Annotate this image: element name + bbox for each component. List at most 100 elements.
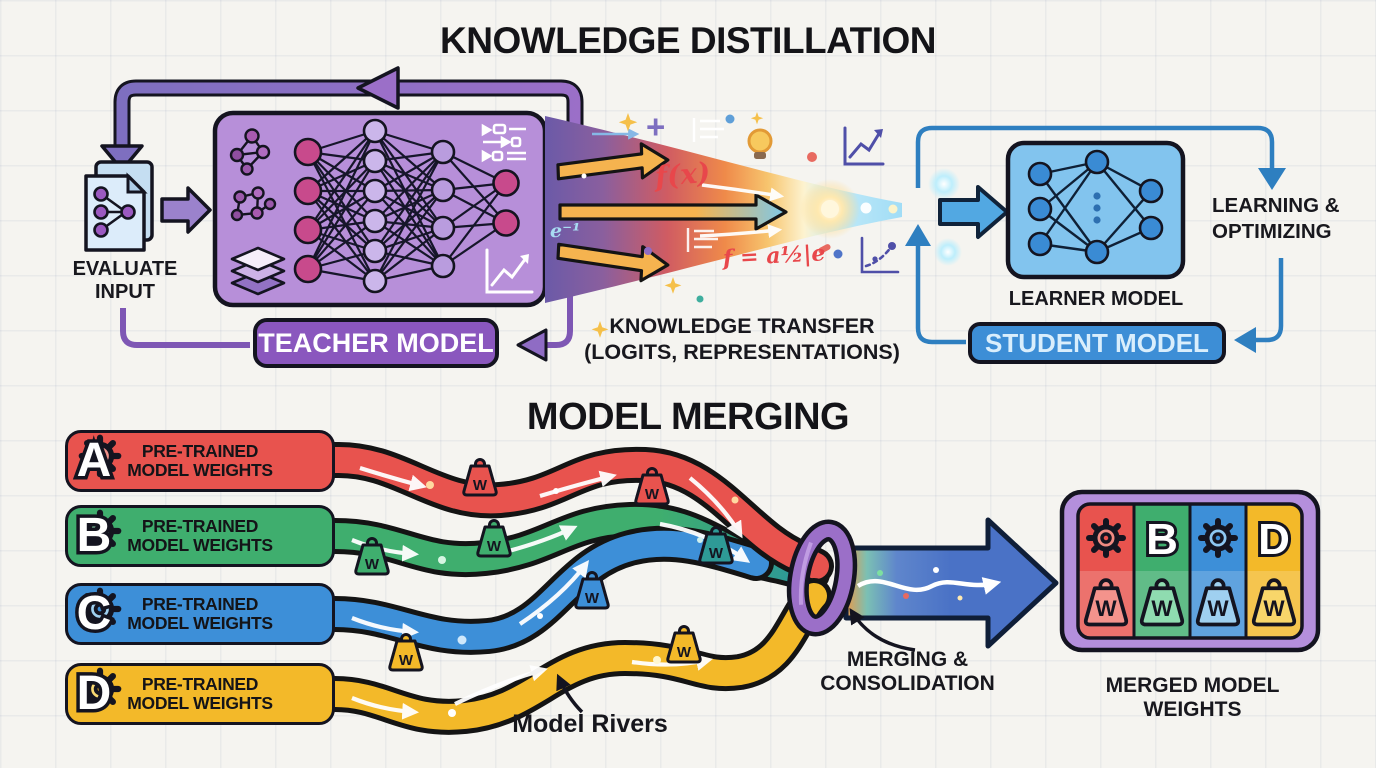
input-to-teacher-arrow bbox=[160, 186, 212, 234]
model-rivers-label: Model Rivers bbox=[512, 710, 668, 738]
merge-ring bbox=[786, 519, 858, 637]
student-badge-label: STUDENT MODEL bbox=[985, 327, 1209, 358]
model-a-pill: PRE-TRAINED MODEL WEIGHTS A bbox=[65, 430, 335, 492]
learning-optimizing-label: LEARNING & OPTIMIZING bbox=[1212, 193, 1362, 244]
model-a-line2: MODEL WEIGHTS bbox=[127, 460, 273, 480]
graph-icon bbox=[230, 186, 277, 222]
merged-line2: WEIGHTS bbox=[1143, 698, 1242, 722]
merged-letter-b: B bbox=[1146, 515, 1178, 564]
formula-f2: f = a½|e bbox=[722, 240, 827, 272]
mini-scatter-chart-icon bbox=[860, 236, 900, 274]
river-weight-icons: W W W W W W W W bbox=[354, 458, 734, 672]
knowledge-transfer-funnel bbox=[545, 116, 902, 303]
transfer-line2: (LOGITS, REPRESENTATIONS) bbox=[584, 339, 900, 364]
model-c-line2: MODEL WEIGHTS bbox=[127, 613, 273, 633]
gear-icon bbox=[1086, 518, 1126, 558]
merged-model-box: B D W W W W bbox=[1059, 489, 1321, 653]
svg-text:W: W bbox=[1151, 596, 1173, 621]
graph-icon bbox=[229, 128, 271, 176]
model-d-line2: MODEL WEIGHTS bbox=[127, 693, 273, 713]
model-d-text: PRE-TRAINED MODEL WEIGHTS bbox=[68, 675, 332, 712]
merged-model-weights-label: MERGED MODEL WEIGHTS bbox=[1080, 674, 1305, 722]
teacher-loop-lines bbox=[120, 296, 573, 348]
lightbulb-icon bbox=[747, 128, 773, 159]
model-c-letter: C bbox=[73, 586, 115, 642]
river-flow-arrows bbox=[351, 465, 751, 720]
merging-line1: MERGING & bbox=[846, 648, 969, 671]
loop-arrowhead-left bbox=[1234, 327, 1256, 353]
evaluate-line1: EVALUATE bbox=[72, 258, 178, 280]
merging-title: MODEL MERGING bbox=[526, 396, 850, 438]
model-b-text: PRE-TRAINED MODEL WEIGHTS bbox=[68, 517, 332, 554]
svg-text:W: W bbox=[487, 538, 502, 555]
svg-text:W: W bbox=[677, 644, 692, 661]
teacher-model-box bbox=[212, 110, 548, 308]
svg-text:W: W bbox=[365, 556, 380, 573]
svg-text:W: W bbox=[473, 477, 488, 494]
merging-line2: CONSOLIDATION bbox=[820, 672, 995, 696]
model-a-letter: A bbox=[73, 433, 115, 489]
svg-text:W: W bbox=[399, 652, 414, 669]
merged-weight-icons: W W W W bbox=[1083, 578, 1297, 627]
io-flow-icon bbox=[481, 123, 526, 163]
teacher-badge-label: TEACHER MODEL bbox=[258, 327, 494, 358]
layers-icon bbox=[230, 246, 286, 296]
learning-line1: LEARNING & bbox=[1212, 194, 1340, 217]
transfer-line1: KNOWLEDGE TRANSFER bbox=[609, 314, 875, 338]
student-model-box bbox=[1005, 140, 1186, 280]
merged-letter-d: D bbox=[1258, 515, 1290, 564]
list-icon bbox=[692, 118, 724, 142]
learning-line2: OPTIMIZING bbox=[1212, 219, 1332, 243]
svg-text:D: D bbox=[77, 667, 112, 720]
formula-e: e⁻¹ bbox=[550, 220, 581, 242]
loop-arrowhead-up bbox=[905, 224, 931, 246]
svg-text:W: W bbox=[585, 590, 600, 607]
teacher-neural-network bbox=[293, 118, 520, 294]
merging-consolidation-label: MERGING & CONSOLIDATION bbox=[810, 648, 1005, 696]
evaluate-line2: INPUT bbox=[95, 281, 155, 303]
learner-model-label: LEARNER MODEL bbox=[1008, 288, 1184, 310]
student-model-badge: STUDENT MODEL bbox=[968, 322, 1226, 364]
student-feedback-loop bbox=[915, 125, 1284, 345]
model-rivers bbox=[317, 441, 834, 735]
sparkle-icons bbox=[581, 112, 843, 338]
plus-glyph: + bbox=[646, 108, 666, 145]
svg-text:W: W bbox=[1207, 596, 1229, 621]
model-d-line1: PRE-TRAINED bbox=[141, 674, 259, 695]
svg-text:W: W bbox=[645, 486, 660, 503]
model-a-line1: PRE-TRAINED bbox=[141, 441, 259, 462]
merged-output-arrow bbox=[843, 517, 1059, 649]
model-a-text: PRE-TRAINED MODEL WEIGHTS bbox=[68, 442, 332, 479]
student-neural-network bbox=[1027, 149, 1164, 265]
svg-text:B: B bbox=[77, 509, 112, 562]
model-c-line1: PRE-TRAINED bbox=[141, 594, 259, 615]
merging-annotation-arrow bbox=[849, 607, 916, 652]
loop-arrowhead-down bbox=[1258, 168, 1286, 190]
line-chart-icon bbox=[485, 248, 534, 294]
model-c-pill: PRE-TRAINED MODEL WEIGHTS C bbox=[65, 583, 335, 645]
gear-icon bbox=[1198, 518, 1238, 558]
formula-fx: f(x) bbox=[653, 155, 712, 194]
model-b-line1: PRE-TRAINED bbox=[141, 516, 259, 537]
merged-line1: MERGED MODEL bbox=[1105, 674, 1280, 697]
teacher-model-badge: TEACHER MODEL bbox=[253, 318, 499, 368]
mini-growth-chart-icon bbox=[843, 126, 885, 166]
svg-text:W: W bbox=[1263, 596, 1285, 621]
glow-dot bbox=[934, 238, 962, 266]
distillation-title: KNOWLEDGE DISTILLATION bbox=[440, 20, 937, 61]
model-b-letter: B bbox=[73, 508, 115, 564]
river-specks bbox=[426, 481, 739, 717]
model-d-letter: D bbox=[73, 666, 115, 722]
model-b-line2: MODEL WEIGHTS bbox=[127, 535, 273, 555]
model-b-pill: PRE-TRAINED MODEL WEIGHTS B bbox=[65, 505, 335, 567]
teacher-feedback-loop-arrow bbox=[100, 66, 584, 172]
list-icon bbox=[686, 228, 718, 252]
evaluate-input-document-icon bbox=[84, 160, 154, 252]
loop-arrowhead bbox=[516, 328, 548, 362]
svg-text:C: C bbox=[77, 587, 112, 640]
model-c-text: PRE-TRAINED MODEL WEIGHTS bbox=[68, 595, 332, 632]
transfer-to-student-arrow bbox=[938, 185, 1009, 239]
gear-icon bbox=[78, 509, 122, 553]
